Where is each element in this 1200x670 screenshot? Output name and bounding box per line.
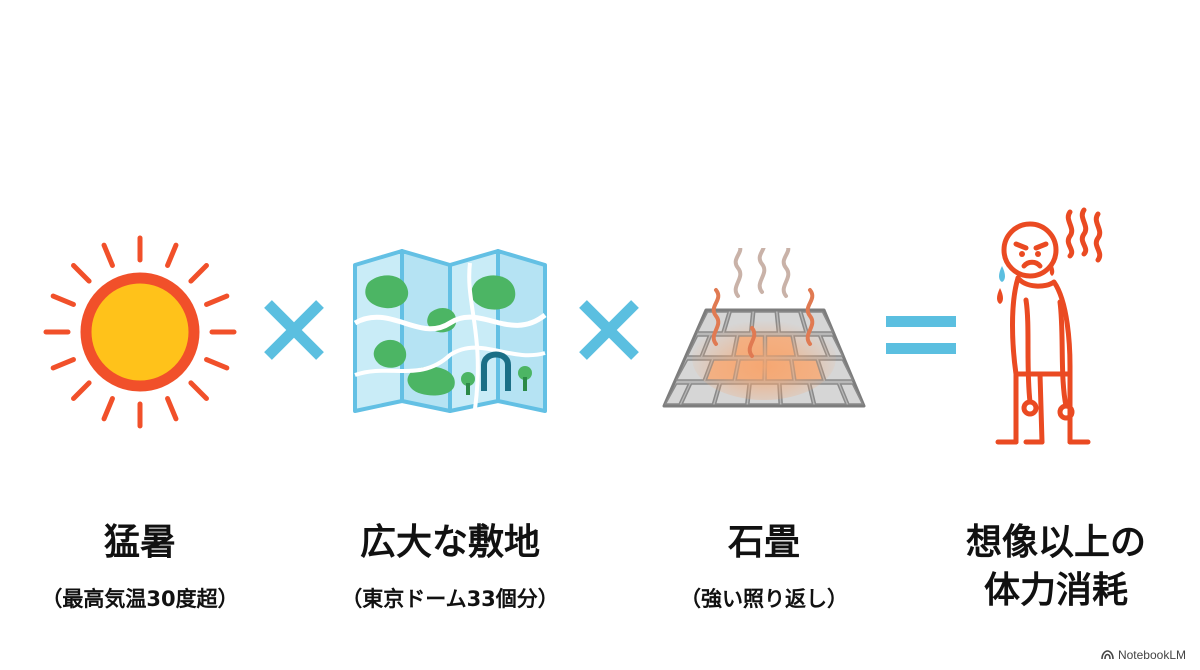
result-title-line-1: 想像以上の <box>965 522 1146 563</box>
sun-ray <box>50 357 76 371</box>
watermark-text: NotebookLM <box>1117 648 1186 662</box>
paving-stone <box>664 383 690 405</box>
sun-ray <box>204 357 230 371</box>
sun-ray <box>71 380 92 401</box>
multiply-operator-1 <box>264 300 324 360</box>
equals-operator <box>886 316 956 354</box>
item-subtitle-grounds: （東京ドーム33個分） <box>341 587 559 611</box>
sun-ray <box>50 293 76 307</box>
multiply-operator-2 <box>579 300 639 360</box>
sun-ray <box>188 263 209 284</box>
paving-stone <box>809 383 847 405</box>
item-subtitle-paving: （強い照り返し） <box>680 587 848 611</box>
item-title-grounds: 広大な敷地 <box>359 522 540 563</box>
item-title-paving: 石畳 <box>727 522 800 563</box>
map-icon <box>353 249 547 413</box>
item-title-heat: 猛暑 <box>103 522 176 563</box>
hot-pavement-icon <box>662 248 866 408</box>
sun-ray <box>165 396 179 422</box>
sun-ray <box>204 293 230 307</box>
sun-ray <box>165 242 179 268</box>
item-subtitle-heat: （最高気温30度超） <box>41 587 239 611</box>
notebooklm-watermark: NotebookLM <box>1101 648 1186 662</box>
notebooklm-logo-icon <box>1101 650 1114 660</box>
sun-ray <box>101 396 115 422</box>
exhausted-person-icon <box>995 207 1103 445</box>
sun-icon <box>43 235 237 429</box>
paving-stone <box>839 383 864 405</box>
result-title-line-2: 体力消耗 <box>983 570 1128 611</box>
sun-ray <box>71 263 92 284</box>
sun-ray <box>188 380 209 401</box>
sun-ray <box>101 242 115 268</box>
